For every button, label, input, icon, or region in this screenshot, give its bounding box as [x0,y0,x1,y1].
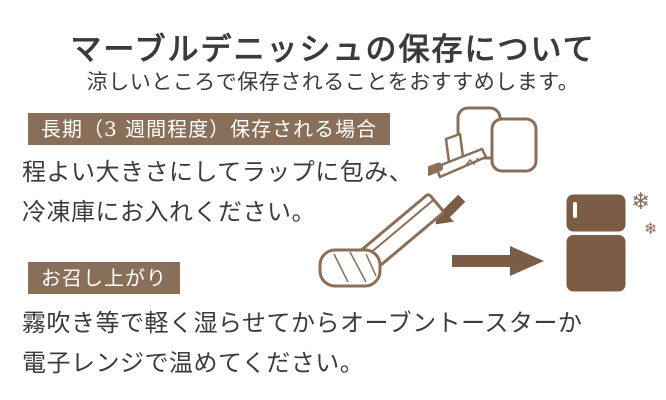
page-subtitle: 涼しいところで保存されることをおすすめします。 [86,70,580,94]
instruction-line: 霧吹き等で軽く湿らせてからオーブントースターか [22,309,583,337]
serving-instructions: 霧吹き等で軽く湿らせてからオーブントースターか 電子レンジで温めてください。 [22,303,582,383]
instruction-line: 程よい大きさにしてラップに包み、 [22,158,414,186]
instruction-line: 冷凍庫にお入れください。 [22,198,316,226]
instruction-line: 電子レンジで温めてください。 [22,349,365,377]
plastic-wrap-icon [318,193,445,288]
arrow-down-left-icon [435,194,466,225]
page-title: マーブルデニッシュの保存について [70,32,596,68]
snowflake-icon: ❄ [644,219,658,238]
serving-badge: お召し上がり [28,262,180,294]
long-term-storage-instructions: 程よい大きさにしてラップに包み、 冷凍庫にお入れください。 [22,152,413,232]
snowflake-icon: ❄ [631,189,651,215]
refrigerator-icon [566,194,626,292]
bread-and-knife-icon [428,106,538,179]
long-term-storage-badge: 長期（3 週間程度）保存される場合 [28,113,391,145]
arrow-right-icon [452,246,544,276]
